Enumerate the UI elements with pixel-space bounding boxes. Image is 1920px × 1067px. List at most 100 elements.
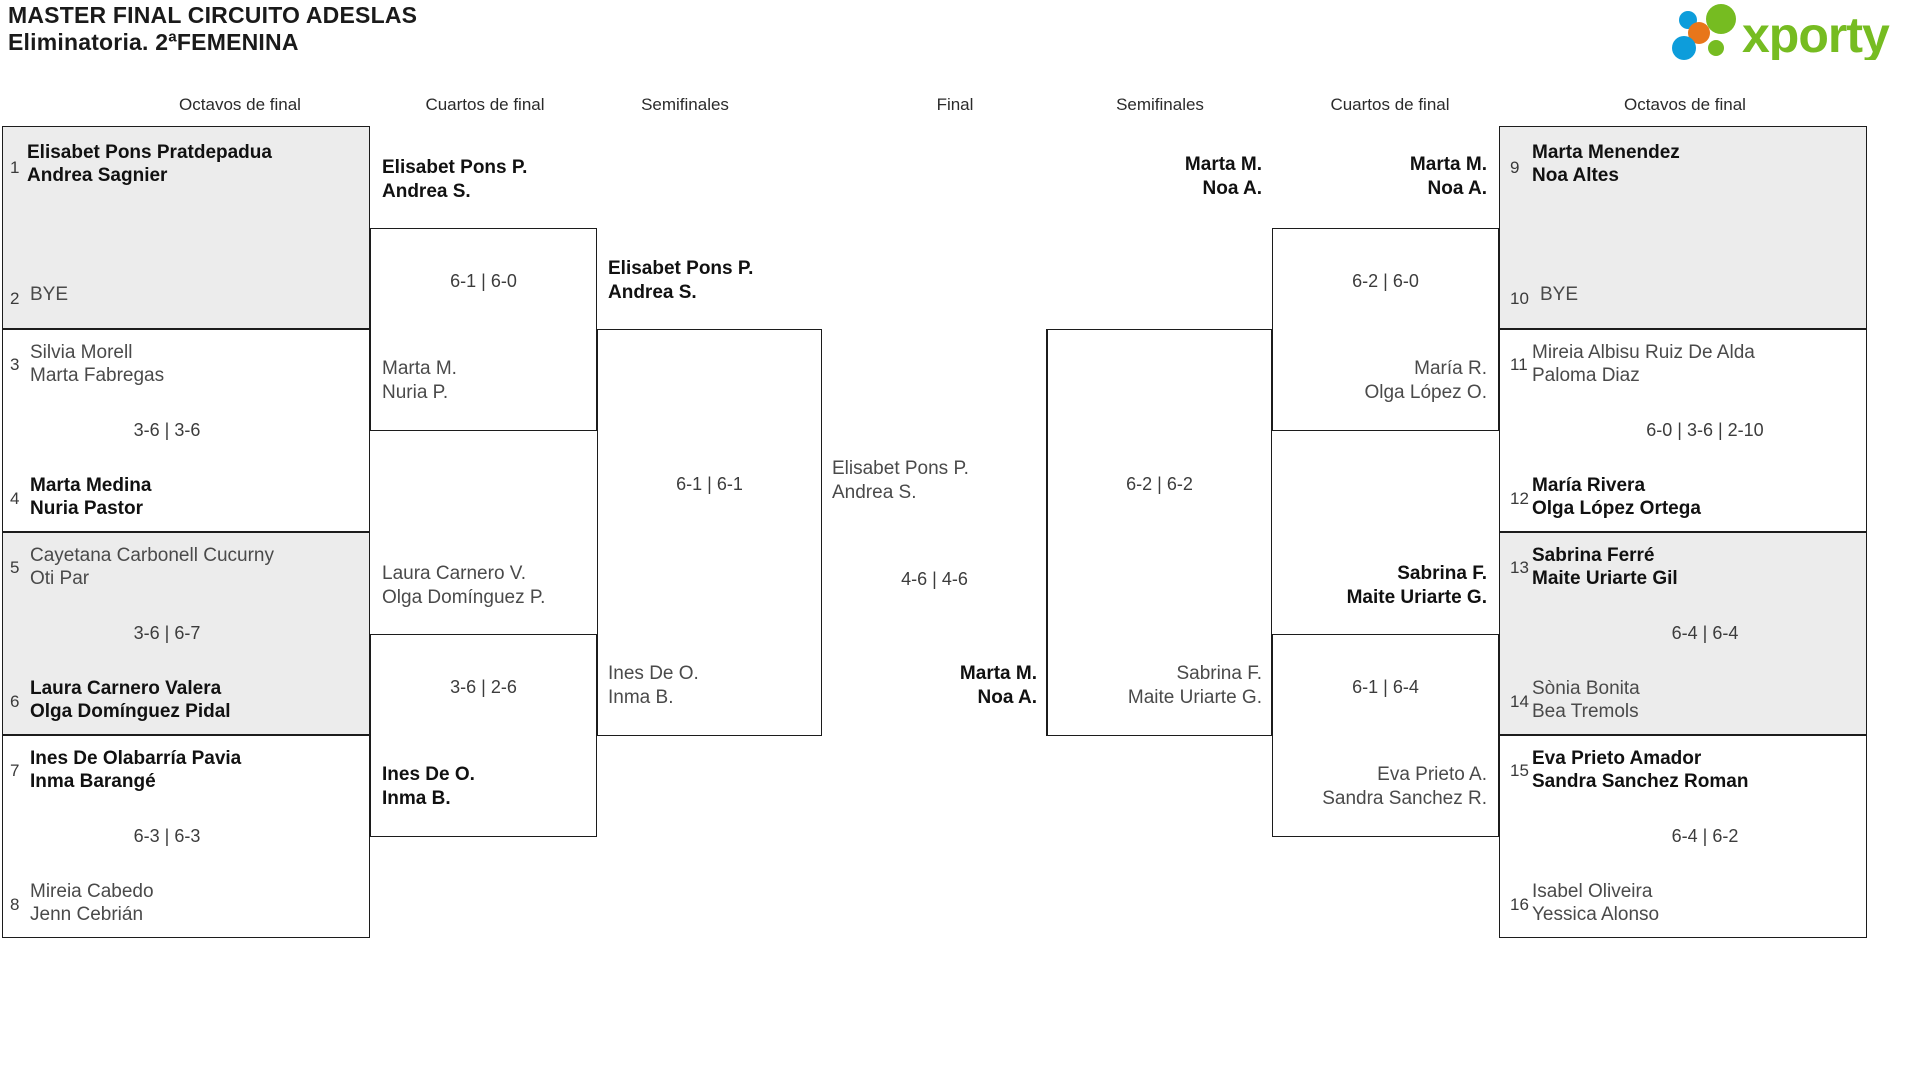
xporty-logo-icon: xporty: [1672, 4, 1891, 60]
team-r16-3-bottom-p2: Bea Tremols: [1532, 701, 1639, 722]
seed-7: 7: [10, 761, 20, 780]
match-box-r16-2[interactable]: [1499, 329, 1867, 532]
match-box-lsf-1[interactable]: [597, 329, 822, 736]
team-final-top-p1: Elisabet Pons P.: [832, 458, 969, 479]
xporty-logo[interactable]: xporty: [1666, 4, 1906, 60]
round-label-right-sf: Semifinales: [1116, 95, 1204, 114]
page-title: MASTER FINAL CIRCUITO ADESLAS Eliminator…: [8, 2, 417, 56]
team-l16-4-top-p1: Ines De Olabarría Pavia: [30, 748, 242, 769]
team-rqf-1-top-p2: Noa A.: [1427, 178, 1487, 199]
team-l16-2-bottom-p2: Nuria Pastor: [30, 498, 143, 519]
team-final-bottom-p1: Marta M.: [959, 663, 1037, 684]
seed-5: 5: [10, 558, 20, 577]
seed-1: 1: [10, 158, 20, 177]
team-final-top-p2: Andrea S.: [832, 482, 917, 503]
match-box-l16-1[interactable]: [2, 126, 370, 329]
score-r16-3: 6-4 | 6-4: [1671, 623, 1739, 643]
match-box-l16-4[interactable]: [2, 735, 370, 938]
team-lqf-2-top-p1: Laura Carnero V.: [382, 563, 527, 584]
team-l16-1-bottom-p1: BYE: [30, 284, 69, 305]
team-rqf-1-bottom-p1: María R.: [1414, 358, 1487, 379]
team-rsf-1-top-p2: Noa A.: [1202, 178, 1262, 199]
round-label-right-r16: Octavos de final: [1624, 95, 1746, 114]
match-box-rsf-1[interactable]: [1047, 329, 1272, 736]
team-l16-3-bottom-p2: Olga Domínguez Pidal: [30, 701, 231, 722]
score-rqf-2: 6-1 | 6-4: [1352, 677, 1419, 697]
team-rqf-2-bottom-p1: Eva Prieto A.: [1377, 764, 1487, 785]
team-rqf-2-bottom-p2: Sandra Sanchez R.: [1322, 788, 1487, 809]
match-box-r16-4[interactable]: [1499, 735, 1867, 938]
team-lqf-1-top-p2: Andrea S.: [382, 181, 471, 202]
seed-15: 15: [1510, 761, 1529, 780]
team-l16-2-top-p1: Silvia Morell: [30, 342, 133, 363]
team-lsf-1-bottom-p2: Inma B.: [608, 687, 674, 708]
team-rsf-1-top-p1: Marta M.: [1184, 154, 1262, 175]
team-lsf-1-top-p2: Andrea S.: [608, 282, 697, 303]
seed-13: 13: [1510, 558, 1529, 577]
team-r16-4-top-p1: Eva Prieto Amador: [1532, 748, 1702, 769]
team-lqf-2-bottom-p1: Ines De O.: [382, 764, 475, 785]
match-box-l16-3[interactable]: [2, 532, 370, 735]
match-box-lqf-2[interactable]: [370, 634, 597, 837]
team-r16-3-bottom-p1: Sònia Bonita: [1532, 678, 1640, 699]
round-label-left-qf: Cuartos de final: [425, 95, 545, 114]
team-l16-1-top-p1: Elisabet Pons Pratdepadua: [27, 142, 272, 163]
team-lsf-1-bottom-p1: Ines De O.: [608, 663, 699, 684]
team-r16-2-bottom-p1: María Rivera: [1532, 475, 1646, 496]
team-r16-2-top-p1: Mireia Albisu Ruiz De Alda: [1532, 342, 1755, 363]
tournament-name: MASTER FINAL CIRCUITO ADESLAS: [8, 2, 418, 28]
team-r16-4-bottom-p2: Yessica Alonso: [1532, 904, 1660, 925]
team-r16-1-top-p2: Noa Altes: [1532, 165, 1619, 186]
match-box-lqf-1[interactable]: [370, 228, 597, 431]
score-rqf-1: 6-2 | 6-0: [1352, 271, 1419, 291]
team-r16-2-top-p2: Paloma Diaz: [1532, 365, 1640, 386]
team-r16-1-bottom-p1: BYE: [1540, 284, 1579, 305]
score-l16-2: 3-6 | 3-6: [133, 420, 201, 440]
score-rsf-1: 6-2 | 6-2: [1126, 474, 1193, 494]
team-rqf-2-top-p1: Sabrina F.: [1397, 563, 1487, 584]
team-rqf-1-top-p1: Marta M.: [1409, 154, 1487, 175]
match-box-l16-2[interactable]: [2, 329, 370, 532]
score-lqf-2: 3-6 | 2-6: [450, 677, 517, 697]
team-rqf-2-top-p2: Maite Uriarte G.: [1346, 587, 1487, 608]
tournament-stage: Eliminatoria. 2ªFEMENINA: [8, 29, 299, 55]
team-l16-3-bottom-p1: Laura Carnero Valera: [30, 678, 222, 699]
team-l16-3-top-p1: Cayetana Carbonell Cucurny: [30, 545, 274, 566]
team-r16-4-top-p2: Sandra Sanchez Roman: [1532, 771, 1749, 792]
team-lsf-1-top-p1: Elisabet Pons P.: [608, 258, 754, 279]
team-rsf-1-bottom-p2: Maite Uriarte G.: [1127, 687, 1262, 708]
match-box-rqf-1[interactable]: [1272, 228, 1499, 431]
match-box-rqf-2[interactable]: [1272, 634, 1499, 837]
team-r16-1-top-p1: Marta Menendez: [1532, 142, 1680, 163]
score-l16-3: 3-6 | 6-7: [133, 623, 201, 643]
score-r16-2: 6-0 | 3-6 | 2-10: [1646, 420, 1764, 440]
seed-11: 11: [1510, 355, 1528, 374]
score-r16-4: 6-4 | 6-2: [1671, 826, 1739, 846]
match-box-r16-1[interactable]: [1499, 126, 1867, 329]
team-r16-4-bottom-p1: Isabel Oliveira: [1532, 881, 1653, 902]
team-rqf-1-bottom-p2: Olga López O.: [1364, 382, 1487, 403]
round-label-left-r16: Octavos de final: [179, 95, 301, 114]
team-l16-4-bottom-p2: Jenn Cebrián: [30, 904, 144, 925]
team-final-bottom-p2: Noa A.: [977, 687, 1037, 708]
team-l16-1-top-p2: Andrea Sagnier: [27, 165, 168, 186]
match-box-r16-3[interactable]: [1499, 532, 1867, 735]
score-l16-4: 6-3 | 6-3: [133, 826, 201, 846]
team-rsf-1-bottom-p1: Sabrina F.: [1176, 663, 1262, 684]
team-l16-4-top-p2: Inma Barangé: [30, 771, 156, 792]
score-final: 4-6 | 4-6: [901, 569, 968, 589]
team-r16-3-top-p1: Sabrina Ferré: [1532, 545, 1655, 566]
team-l16-2-top-p2: Marta Fabregas: [30, 365, 165, 386]
seed-2: 2: [10, 289, 20, 308]
seed-6: 6: [10, 692, 20, 711]
team-lqf-2-bottom-p2: Inma B.: [382, 788, 451, 809]
seed-10: 10: [1510, 289, 1529, 308]
team-l16-4-bottom-p1: Mireia Cabedo: [30, 881, 154, 902]
seed-3: 3: [10, 355, 20, 374]
seed-8: 8: [10, 895, 20, 914]
round-label-final: Final: [936, 95, 974, 114]
seed-4: 4: [10, 489, 20, 508]
team-r16-3-top-p2: Maite Uriarte Gil: [1532, 568, 1678, 589]
seed-14: 14: [1510, 692, 1529, 711]
round-label-right-qf: Cuartos de final: [1330, 95, 1450, 114]
